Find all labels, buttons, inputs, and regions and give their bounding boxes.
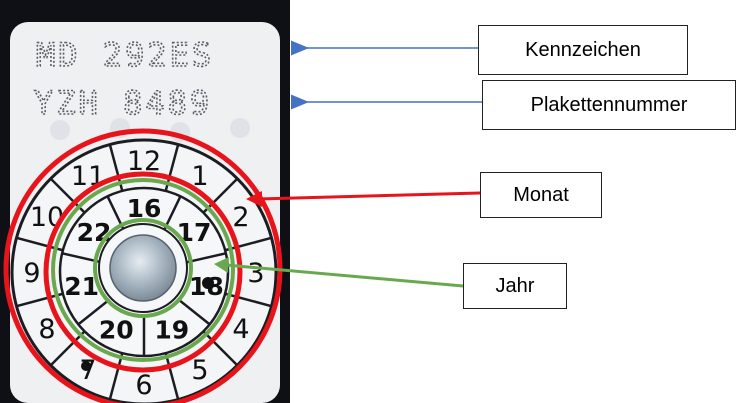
punch-hole-month <box>202 277 214 289</box>
month-numeral: 11 <box>71 161 105 192</box>
month-numeral: 3 <box>247 258 264 289</box>
sticker-number-text: YZH 8489 <box>34 84 212 122</box>
year-numeral: 22 <box>77 218 112 247</box>
month-numeral: 6 <box>135 370 152 401</box>
center-seal-coin <box>109 234 177 302</box>
year-numeral: 20 <box>99 316 134 345</box>
month-numeral: 8 <box>38 314 55 345</box>
year-ring-inner <box>93 218 193 318</box>
callout-monat: Monat <box>480 172 602 218</box>
year-divider <box>77 298 111 326</box>
month-divider <box>164 352 180 400</box>
month-ring-inner <box>43 171 243 373</box>
month-numeral: 4 <box>232 314 249 345</box>
month-divider <box>202 330 239 367</box>
year-numeral: 19 <box>154 316 189 345</box>
jahr-arrow <box>225 263 464 288</box>
month-numeral: 10 <box>30 202 64 233</box>
callout-plakettennummer: Plakettennummer <box>482 80 736 130</box>
month-numeral: 1 <box>191 161 208 192</box>
year-divider <box>177 298 211 326</box>
year-numeral: 21 <box>64 272 99 301</box>
callout-kennzeichen: Kennzeichen <box>478 25 688 75</box>
year-ring-outer <box>51 178 235 362</box>
month-numeral: 5 <box>191 355 208 386</box>
month-divider <box>224 292 272 308</box>
registration-text: MD 292ES <box>36 36 214 74</box>
monat-arrowhead <box>246 191 262 207</box>
month-numeral: 9 <box>23 258 40 289</box>
monat-arrow <box>257 191 481 201</box>
punch-hole-year <box>81 361 91 371</box>
month-numeral: 2 <box>232 202 249 233</box>
month-divider <box>108 352 124 400</box>
month-labels: 121234567891011 <box>23 146 264 401</box>
month-divider <box>49 330 86 367</box>
year-divider <box>186 252 227 264</box>
month-divider <box>224 236 272 252</box>
jahr-arrowhead <box>214 257 229 273</box>
callout-jahr: Jahr <box>463 263 567 309</box>
